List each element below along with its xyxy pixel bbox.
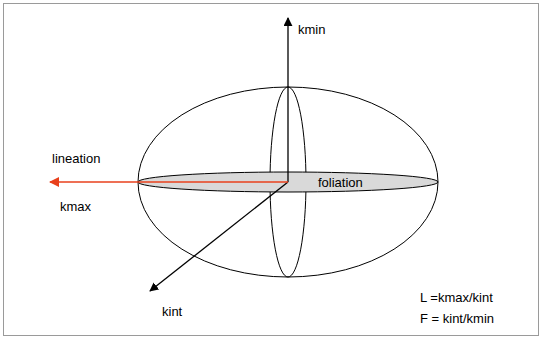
formula: F = kint/kmin: [420, 311, 494, 326]
axis-name: lineation: [52, 151, 100, 166]
frame: [4, 4, 539, 336]
axis-label: kmax: [60, 199, 91, 214]
kint-axis: [150, 182, 288, 291]
plane-name: foliation: [318, 175, 363, 190]
axis-label: kint: [162, 304, 182, 319]
kmax-axis: [50, 181, 288, 183]
axis-label: kmin: [298, 22, 325, 37]
kmin-axis: [287, 18, 288, 182]
formula: L =kmax/kint: [420, 290, 493, 305]
